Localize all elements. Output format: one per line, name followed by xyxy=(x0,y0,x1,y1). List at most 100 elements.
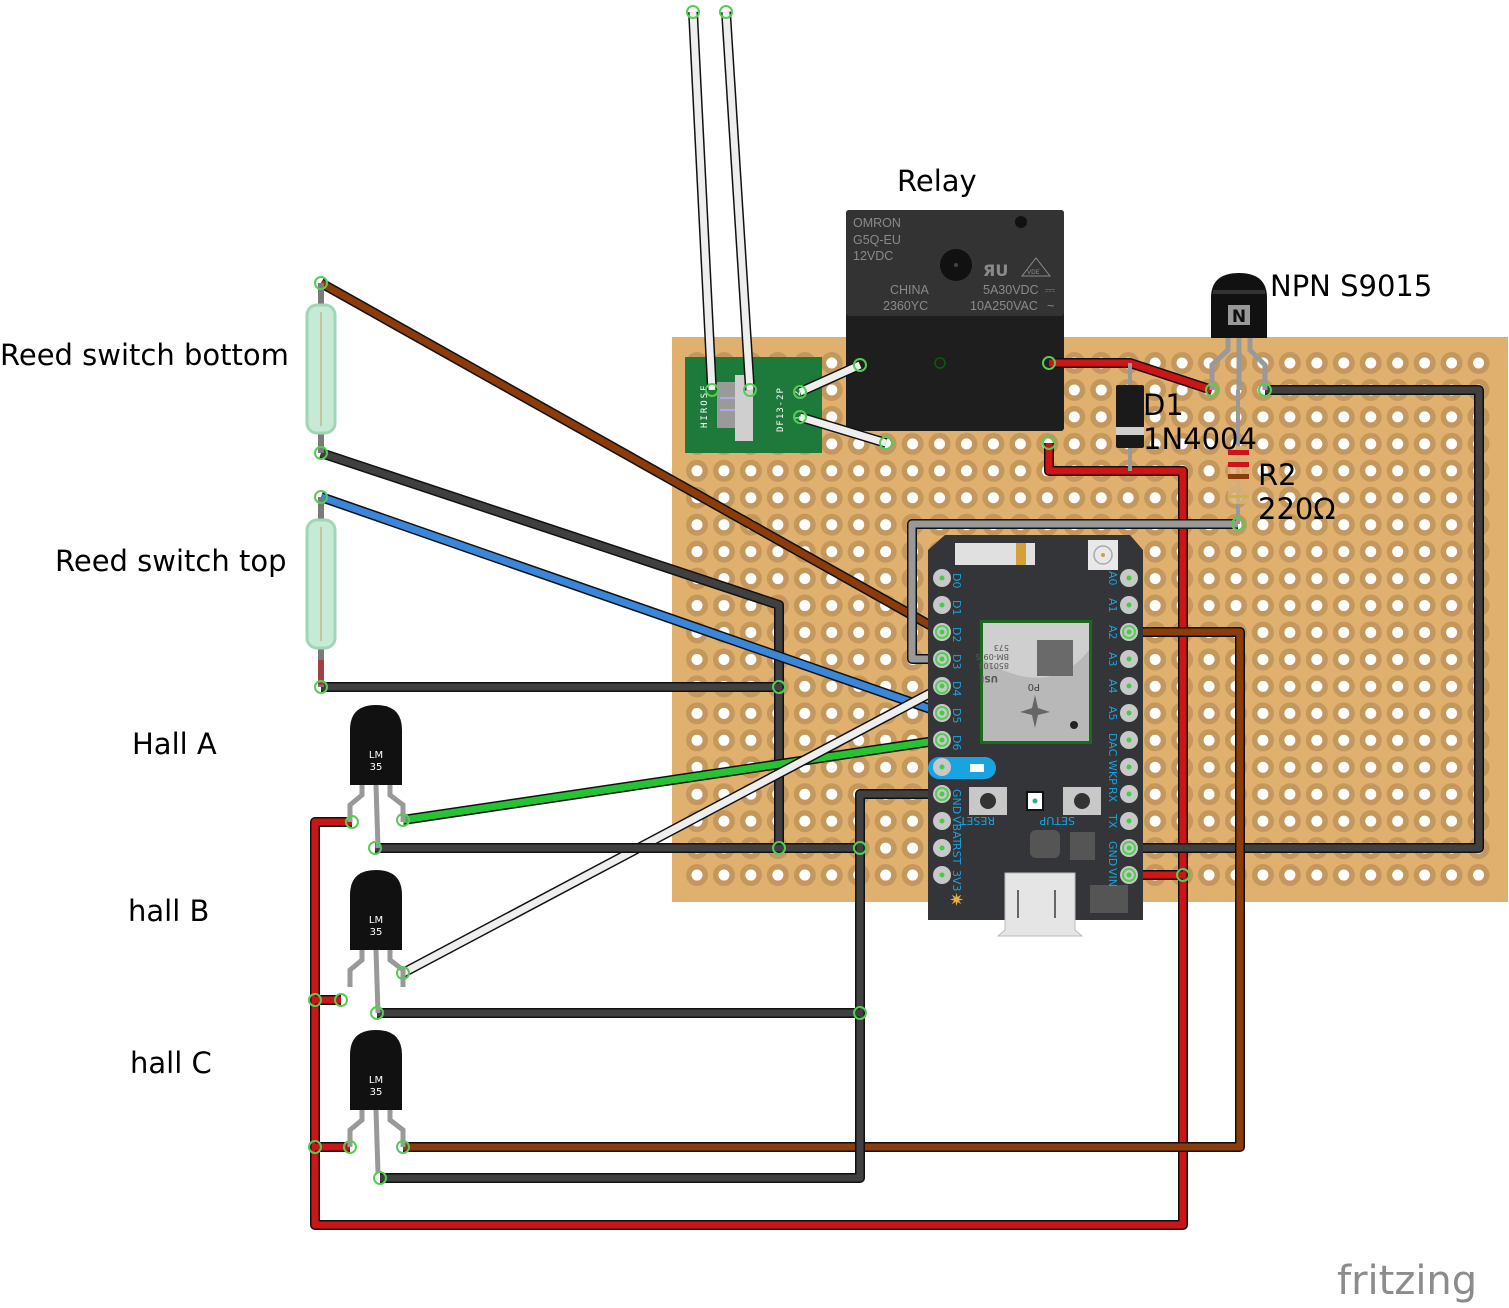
board-hole[interactable] xyxy=(1284,815,1296,827)
particle-photon[interactable]: 573 BM-09-S 850104 USI P0 RESET SETUP ✷ … xyxy=(928,535,1143,937)
board-hole[interactable] xyxy=(1257,411,1269,423)
board-hole[interactable] xyxy=(1284,465,1296,477)
board-hole[interactable] xyxy=(826,680,838,692)
board-hole[interactable] xyxy=(1257,438,1269,450)
board-hole[interactable] xyxy=(745,815,757,827)
board-hole[interactable] xyxy=(718,869,730,881)
board-hole[interactable] xyxy=(1311,707,1323,719)
board-hole[interactable] xyxy=(880,869,892,881)
board-hole[interactable] xyxy=(1014,465,1026,477)
board-hole[interactable] xyxy=(1338,788,1350,800)
wire-endpoint[interactable] xyxy=(396,1140,410,1154)
wire-endpoint[interactable] xyxy=(772,680,786,694)
board-hole[interactable] xyxy=(1365,573,1377,585)
board-hole[interactable] xyxy=(826,707,838,719)
board-hole[interactable] xyxy=(826,384,838,396)
wire-white[interactable] xyxy=(689,11,716,391)
board-hole[interactable] xyxy=(1041,492,1053,504)
wire-endpoint[interactable] xyxy=(314,680,328,694)
board-hole[interactable] xyxy=(1365,815,1377,827)
board-hole[interactable] xyxy=(1284,411,1296,423)
wire-endpoint[interactable] xyxy=(334,993,348,1007)
board-hole[interactable] xyxy=(826,465,838,477)
board-hole[interactable] xyxy=(1446,573,1458,585)
wire-endpoint[interactable] xyxy=(705,383,719,397)
board-hole[interactable] xyxy=(1338,600,1350,612)
board-hole[interactable] xyxy=(718,546,730,558)
board-hole[interactable] xyxy=(826,600,838,612)
board-hole[interactable] xyxy=(799,600,811,612)
board-hole[interactable] xyxy=(826,438,838,450)
board-hole[interactable] xyxy=(853,627,865,638)
wire-endpoint[interactable] xyxy=(853,841,867,855)
board-hole[interactable] xyxy=(745,492,757,504)
wire-endpoint[interactable] xyxy=(719,5,733,19)
board-hole[interactable] xyxy=(853,707,865,719)
wire-endpoint[interactable] xyxy=(1122,625,1136,639)
board-hole[interactable] xyxy=(961,465,972,477)
board-hole[interactable] xyxy=(1149,761,1161,773)
board-hole[interactable] xyxy=(826,519,838,531)
board-hole[interactable] xyxy=(907,438,919,450)
board-hole[interactable] xyxy=(1068,492,1080,504)
board-hole[interactable] xyxy=(1149,384,1161,396)
board-hole[interactable] xyxy=(1122,492,1134,504)
board-hole[interactable] xyxy=(799,573,811,585)
board-hole[interactable] xyxy=(1311,734,1323,746)
board-hole[interactable] xyxy=(1446,465,1458,477)
board-hole[interactable] xyxy=(772,492,784,504)
board-hole[interactable] xyxy=(1311,465,1323,477)
wire-endpoint[interactable] xyxy=(314,490,328,504)
wire-endpoint[interactable] xyxy=(314,446,328,460)
board-hole[interactable] xyxy=(1365,761,1377,773)
board-hole[interactable] xyxy=(1392,519,1404,531)
board-hole[interactable] xyxy=(1446,707,1458,719)
wire-brown[interactable] xyxy=(319,279,944,636)
wire-endpoint[interactable] xyxy=(396,813,410,827)
board-hole[interactable] xyxy=(853,600,865,612)
wire-endpoint[interactable] xyxy=(1122,868,1136,882)
wire-endpoint[interactable] xyxy=(1176,868,1190,882)
wire-brown[interactable] xyxy=(403,628,1244,1151)
board-hole[interactable] xyxy=(1419,815,1431,827)
board-hole[interactable] xyxy=(799,627,811,638)
board-hole[interactable] xyxy=(1257,546,1269,558)
board-hole[interactable] xyxy=(880,465,892,477)
board-hole[interactable] xyxy=(1338,438,1350,450)
board-hole[interactable] xyxy=(1338,357,1350,369)
board-hole[interactable] xyxy=(1311,411,1323,423)
wire-endpoint[interactable] xyxy=(370,1006,384,1020)
board-hole[interactable] xyxy=(772,869,784,881)
wire-endpoint[interactable] xyxy=(935,680,949,694)
board-hole[interactable] xyxy=(1095,438,1107,450)
board-hole[interactable] xyxy=(1284,734,1296,746)
wire-endpoint[interactable] xyxy=(1122,841,1136,855)
board-hole[interactable] xyxy=(745,869,757,881)
board-hole[interactable] xyxy=(1149,573,1161,585)
board-hole[interactable] xyxy=(1257,680,1269,692)
board-hole[interactable] xyxy=(1338,680,1350,692)
board-hole[interactable] xyxy=(1419,519,1431,531)
board-hole[interactable] xyxy=(772,465,784,477)
board-hole[interactable] xyxy=(1284,600,1296,612)
board-hole[interactable] xyxy=(691,600,703,612)
board-hole[interactable] xyxy=(1095,384,1107,396)
board-hole[interactable] xyxy=(880,815,892,827)
wire-black[interactable] xyxy=(1129,386,1483,852)
board-hole[interactable] xyxy=(1149,438,1161,450)
board-hole[interactable] xyxy=(1284,680,1296,692)
board-hole[interactable] xyxy=(1284,707,1296,719)
board-hole[interactable] xyxy=(745,653,757,665)
board-hole[interactable] xyxy=(1392,869,1404,881)
board-hole[interactable] xyxy=(1284,788,1296,800)
board-hole[interactable] xyxy=(853,761,865,773)
board-hole[interactable] xyxy=(1419,761,1431,773)
wire-endpoint[interactable] xyxy=(1258,383,1272,397)
board-hole[interactable] xyxy=(1257,869,1269,881)
board-hole[interactable] xyxy=(1284,573,1296,585)
board-hole[interactable] xyxy=(1311,573,1323,585)
board-hole[interactable] xyxy=(1473,869,1485,881)
wire-black[interactable] xyxy=(380,790,942,1182)
board-hole[interactable] xyxy=(1446,438,1458,450)
